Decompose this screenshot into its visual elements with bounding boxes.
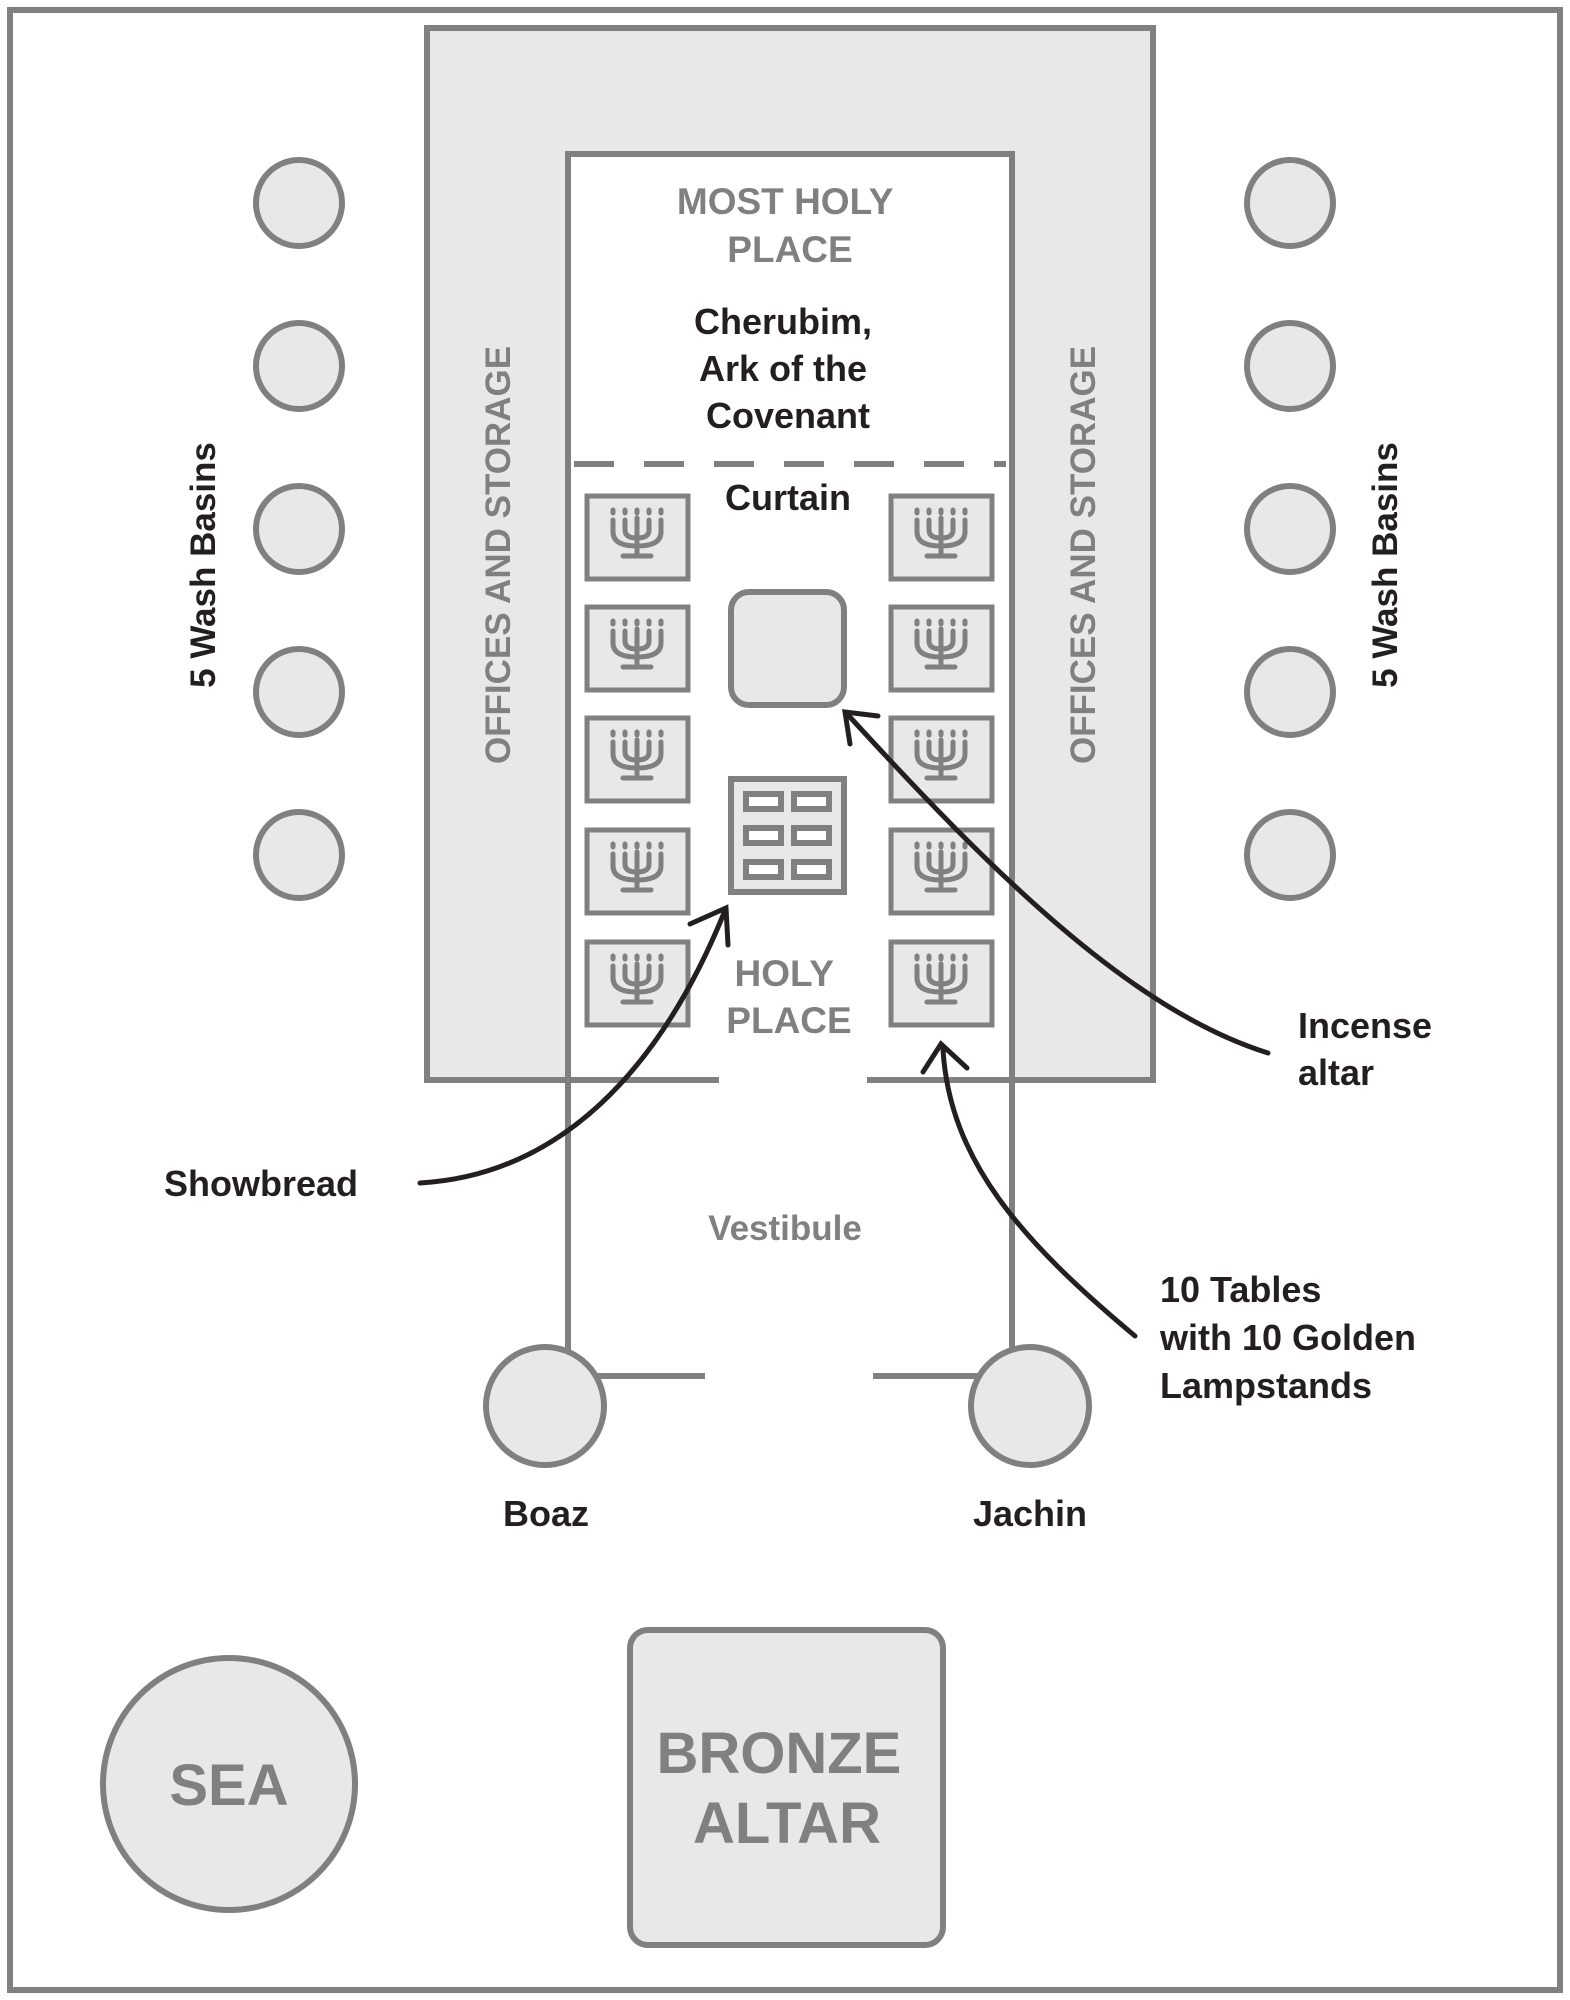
- incense-altar: [728, 589, 847, 708]
- lampstand-table: [584, 493, 691, 582]
- sanctuary-wall: [565, 151, 1015, 1080]
- tables-arrow: [940, 1047, 1138, 1339]
- boaz-label: Boaz: [503, 1493, 589, 1534]
- wash-basin: [1244, 646, 1336, 738]
- showbread-table-icon: [728, 776, 847, 895]
- wash-basin: [1244, 483, 1336, 575]
- lampstand-table: [584, 939, 691, 1028]
- lampstand-table: [584, 715, 691, 804]
- curtain-label: Curtain: [725, 477, 851, 518]
- wash-basin: [253, 483, 345, 575]
- wash-basin: [1244, 320, 1336, 412]
- cherubim-ark-label: Cherubim, Ark of the Covenant: [694, 301, 882, 436]
- lampstand-table: [888, 827, 995, 916]
- wash-basin: [1244, 157, 1336, 249]
- incense-altar-arrow: [846, 713, 1271, 1056]
- sea-basin: [100, 1655, 358, 1913]
- tables-arrowhead: [920, 1040, 970, 1075]
- lampstand-table: [584, 604, 691, 693]
- sea-label: SEA: [169, 1753, 288, 1818]
- incense-altar-arrowhead: [842, 709, 881, 747]
- wash-basin: [1244, 809, 1336, 901]
- lampstand-table: [888, 604, 995, 693]
- offices-storage-label-right: OFFICES AND STORAGE: [1064, 346, 1103, 764]
- most-holy-place-label: MOST HOLY PLACE: [677, 181, 903, 270]
- tables-label: 10 Tables with 10 Golden Lampstands: [1159, 1269, 1426, 1406]
- lampstand-table: [888, 715, 995, 804]
- wash-basin: [253, 157, 345, 249]
- holy-place-label: HOLY PLACE: [726, 953, 851, 1041]
- wash-basins-label-right: 5 Wash Basins: [1366, 442, 1405, 688]
- bronze-altar: [627, 1627, 946, 1948]
- incense-altar-label: Incense altar: [1298, 1005, 1442, 1093]
- bronze-altar-label: BRONZE ALTAR: [656, 1721, 917, 1856]
- wash-basins-label-left: 5 Wash Basins: [184, 442, 223, 688]
- showbread-arrow: [417, 910, 727, 1186]
- courtyard-border: [7, 7, 1563, 1993]
- pillar-jachin: [968, 1344, 1092, 1468]
- lampstand-table: [888, 939, 995, 1028]
- wash-basin: [253, 320, 345, 412]
- jachin-label: Jachin: [973, 1493, 1087, 1534]
- offices-storage-label-left: OFFICES AND STORAGE: [479, 346, 518, 764]
- pillar-boaz: [483, 1344, 607, 1468]
- wash-basin: [253, 646, 345, 738]
- showbread-label: Showbread: [164, 1163, 358, 1204]
- wash-basin: [253, 809, 345, 901]
- showbread-arrowhead: [687, 904, 731, 948]
- lampstand-table: [584, 827, 691, 916]
- vestibule-label: Vestibule: [708, 1209, 862, 1248]
- lampstand-table: [888, 493, 995, 582]
